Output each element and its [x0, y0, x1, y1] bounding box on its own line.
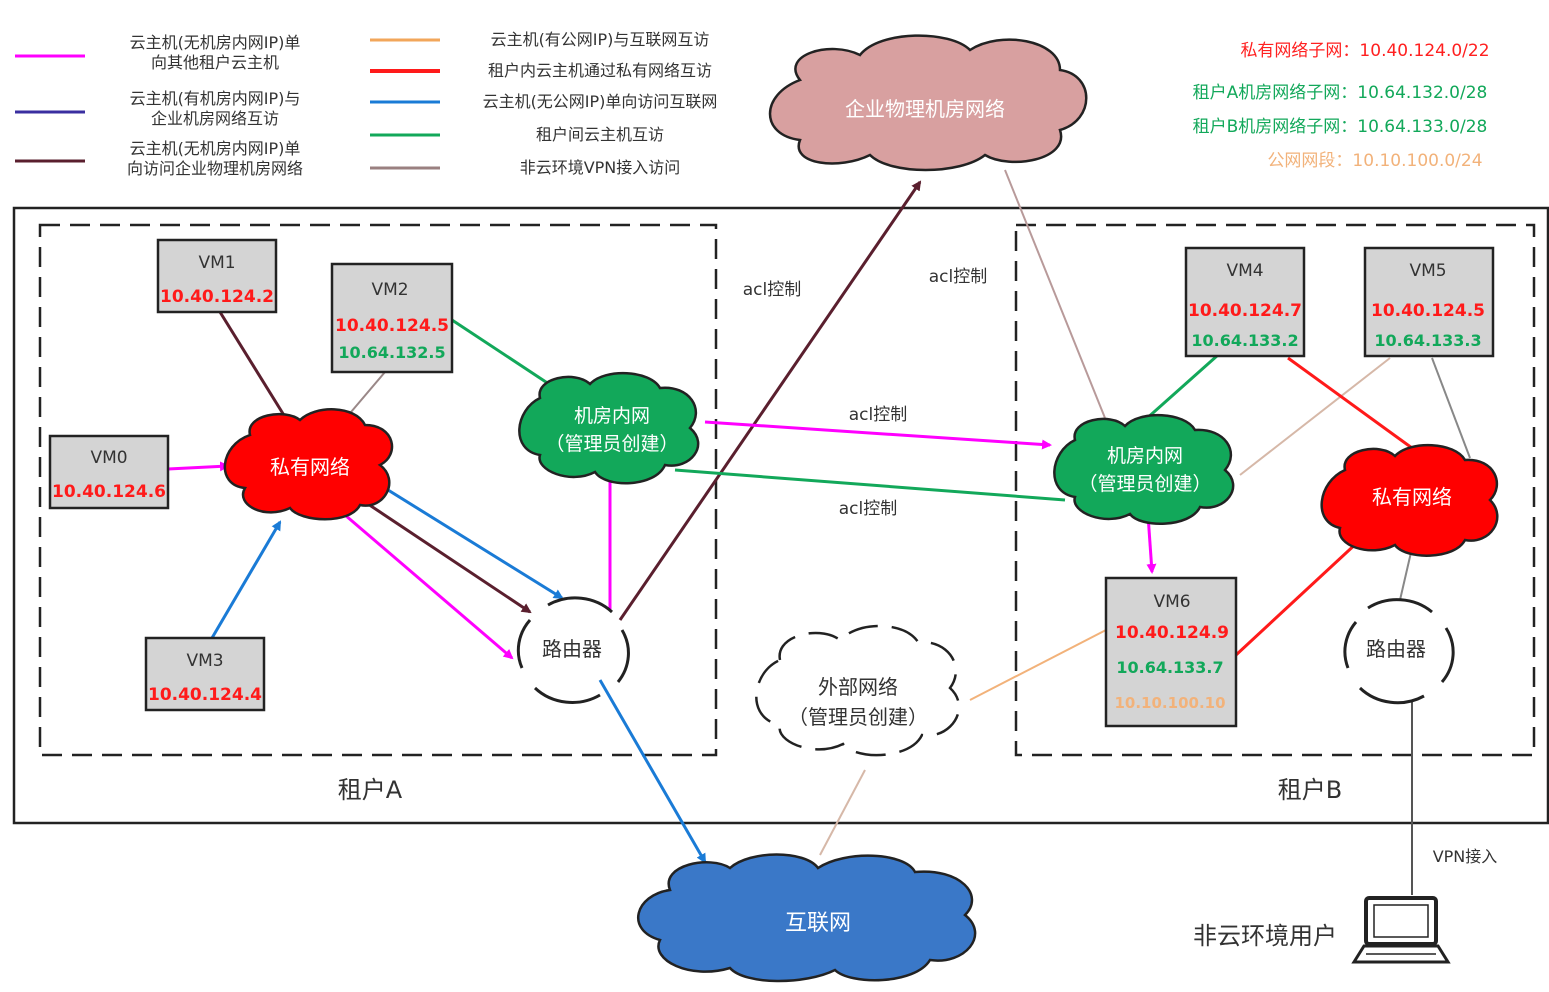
link-dc-a-dc-b — [704, 420, 1052, 450]
vm-name: VM0 — [90, 448, 127, 468]
legend-label: 云主机(有公网IP)与互联网互访 — [491, 30, 710, 49]
private-a-label: 私有网络 — [270, 455, 350, 479]
vm-box-vm0: VM0 10.40.124.6 — [48, 434, 170, 510]
private-network-cloud-b: 私有网络 — [1320, 444, 1499, 557]
datacenter-cloud-b: 机房内网 （管理员创建） — [1053, 414, 1235, 525]
vm-ip-private: 10.40.124.4 — [148, 685, 262, 705]
link-dc-b-vm6 — [1146, 514, 1157, 574]
link-enterprise-dc-b — [1004, 169, 1106, 419]
internet-cloud: 互联网 — [637, 853, 977, 983]
tenant-a-box — [38, 223, 718, 757]
legend-label: 租户内云主机通过私有网络互访 — [488, 61, 712, 80]
acl-label: acl控制 — [849, 405, 908, 425]
vm-box-vm2: VM2 10.40.124.5 10.64.132.5 — [330, 262, 454, 374]
tenant-b-label: 租户B — [1278, 776, 1342, 804]
computer-icon — [1351, 896, 1451, 964]
legend-label: 云主机(无机房内网IP)单 — [130, 33, 301, 52]
dc-a-label-line2: （管理员创建） — [545, 433, 678, 455]
vm-ip-dc: 10.64.133.2 — [1191, 331, 1298, 350]
enterprise-cloud-label: 企业物理机房网络 — [845, 97, 1005, 121]
dc-a-label-line1: 机房内网 — [574, 405, 650, 427]
link-vm0-private-a — [167, 461, 230, 472]
vm-ip-private: 10.40.124.5 — [1371, 301, 1485, 321]
link-private-a-router-maroon — [361, 498, 532, 614]
link-vm1-private-a — [218, 311, 292, 426]
link-vm6-private-b — [1234, 538, 1362, 657]
vm-name: VM1 — [198, 253, 235, 273]
router-a-label: 路由器 — [542, 637, 602, 661]
vm-ip-public: 10.10.100.10 — [1114, 694, 1225, 712]
vm-ip-private: 10.40.124.7 — [1188, 301, 1302, 321]
tenant-b-box — [1014, 223, 1536, 757]
router-b-label: 路由器 — [1366, 637, 1426, 661]
enterprise-network-cloud: 企业物理机房网络 — [768, 34, 1088, 172]
vm-name: VM3 — [186, 651, 223, 671]
vm-box-vm1: VM1 10.40.124.2 — [156, 238, 278, 314]
vm-name: VM5 — [1409, 261, 1446, 281]
vm-name: VM6 — [1153, 592, 1190, 612]
link-vm4-private-b — [1287, 356, 1413, 450]
external-label-line1: 外部网络 — [818, 675, 898, 699]
legend-label: 租户间云主机互访 — [536, 125, 664, 144]
private-b-label: 私有网络 — [1372, 485, 1452, 509]
subnet-list: 私有网络子网：10.40.124.0/22 租户A机房网络子网：10.64.13… — [1193, 41, 1490, 171]
vm-name: VM4 — [1226, 261, 1263, 281]
subnet-private: 私有网络子网：10.40.124.0/22 — [1240, 41, 1489, 61]
router-b: 路由器 — [1343, 598, 1455, 705]
vm-ip-dc: 10.64.133.3 — [1374, 331, 1481, 350]
vm-ip-private: 10.40.124.6 — [52, 482, 166, 502]
link-vm2-dc-a — [451, 318, 556, 390]
tenant-a-label: 租户A — [338, 776, 403, 804]
link-vm4-dc-b — [1144, 353, 1219, 422]
legend-label: 向其他租户云主机 — [151, 53, 279, 72]
subnet-public: 公网网段：10.10.100.0/24 — [1267, 151, 1482, 171]
vm-box-vm6: VM6 10.40.124.9 10.64.133.7 10.10.100.10 — [1104, 576, 1238, 728]
link-external-vm6 — [969, 629, 1107, 701]
vm-ip-dc: 10.64.132.5 — [338, 343, 445, 362]
legend-label: 云主机(有机房内网IP)与 — [130, 89, 301, 108]
datacenter-cloud-a: 机房内网 （管理员创建） — [518, 372, 700, 485]
vm-box-vm4: VM4 10.40.124.7 10.64.133.2 — [1184, 246, 1306, 358]
link-internet-external — [819, 769, 866, 856]
vm-ip-private: 10.40.124.9 — [1115, 623, 1229, 643]
vm-ip-dc: 10.64.133.7 — [1116, 658, 1223, 677]
non-cloud-user-label: 非云环境用户 — [1193, 922, 1337, 950]
subnet-tenant-b: 租户B机房网络子网：10.64.133.0/28 — [1193, 117, 1488, 137]
link-vm5-private-b — [1431, 357, 1471, 459]
vpn-label: VPN接入 — [1433, 847, 1498, 866]
vm-ip-private: 10.40.124.5 — [335, 316, 449, 336]
router-a: 路由器 — [516, 596, 630, 704]
dc-b-label-line1: 机房内网 — [1107, 445, 1183, 467]
internet-label: 互联网 — [785, 911, 851, 936]
vm-box-vm3: VM3 10.40.124.4 — [144, 636, 266, 712]
legend-label: 非云环境VPN接入访问 — [520, 158, 681, 177]
link-router-internet — [598, 679, 707, 864]
acl-label: acl控制 — [929, 267, 988, 287]
legend-label: 云主机(无机房内网IP)单 — [130, 139, 301, 158]
link-private-a-router-magenta — [344, 513, 514, 660]
subnet-tenant-a: 租户A机房网络子网：10.64.132.0/28 — [1193, 83, 1488, 103]
external-network-cloud: 外部网络 （管理员创建） — [755, 624, 961, 757]
legend-label: 企业机房网络互访 — [151, 109, 279, 128]
legend: 云主机(无机房内网IP)单 向其他租户云主机 云主机(有机房内网IP)与 企业机… — [15, 30, 717, 178]
link-router-enterprise — [618, 180, 922, 621]
acl-label: acl控制 — [743, 280, 802, 300]
legend-label: 云主机(无公网IP)单向访问互联网 — [483, 92, 718, 111]
cloud-platform-frame — [12, 206, 1549, 825]
vm-name: VM2 — [371, 280, 408, 300]
acl-label: acl控制 — [839, 499, 898, 519]
private-network-cloud-a: 私有网络 — [223, 408, 394, 521]
link-vm5-dc-b — [1239, 357, 1391, 476]
vm-ip-private: 10.40.124.2 — [160, 287, 274, 307]
dc-b-label-line2: （管理员创建） — [1078, 473, 1211, 495]
link-private-b-router-b — [1399, 547, 1413, 601]
link-private-a-router-blue — [379, 483, 564, 600]
link-vm3-private-a — [210, 520, 282, 639]
vm-box-vm5: VM5 10.40.124.5 10.64.133.3 — [1363, 246, 1495, 358]
legend-label: 向访问企业物理机房网络 — [127, 159, 303, 178]
external-label-line2: （管理员创建） — [788, 705, 928, 729]
link-dc-a-dc-b-green — [674, 468, 1066, 502]
